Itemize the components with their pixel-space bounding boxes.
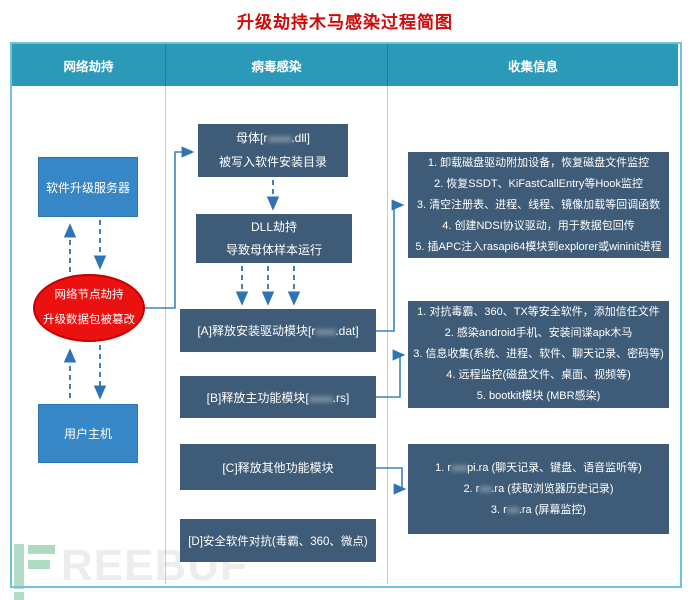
- hijack-line2: 升级数据包被篡改: [43, 314, 135, 326]
- redacted-filename: xxxxxx: [267, 134, 292, 145]
- info-box-plugin-modules: 1. rxxxxpi.ra (聊天记录、键盘、语音监听等) 2. rxxx.ra…: [408, 444, 669, 534]
- column-divider-2: [387, 86, 388, 584]
- node-network-hijack: 网络节点劫持 升级数据包被篡改: [33, 274, 145, 342]
- boxB-text: [B]释放主功能模块[xxxxxx.rs]: [206, 390, 350, 405]
- node-user-host-label: 用户主机: [63, 427, 112, 441]
- logo-f-glyph: [28, 544, 55, 600]
- dll-line1: DLL劫持: [250, 219, 297, 234]
- list-item: 4. 远程监控(磁盘文件、桌面、视频等): [446, 369, 631, 381]
- list-item: 4. 创建NDSI协议驱动，用于数据包回传: [442, 219, 635, 232]
- list-item: 5. 插APC注入rasapi64模块到explorer或wininit进程: [415, 240, 662, 253]
- node-upgrade-server-label: 软件升级服务器: [45, 180, 130, 195]
- node-user-host: 用户主机: [38, 404, 138, 463]
- list-item: 2. rxxx.ra (获取浏览器历史记录): [463, 479, 613, 500]
- column-divider-1: [165, 86, 166, 584]
- column-header-virus-infection: 病毒感染: [166, 44, 388, 86]
- node-av-countermeasure: [D]安全软件对抗(毒霸、360、微点): [180, 519, 376, 562]
- node-mother-dll: 母体[rxxxxxx.dll] 被写入软件安装目录: [198, 124, 348, 177]
- boxD-text: [D]安全软件对抗(毒霸、360、微点): [188, 535, 368, 548]
- list-item: 2. 恢复SSDT、KiFastCallEntry等Hook监控: [433, 177, 644, 190]
- redacted-filename: xxxxxx: [308, 393, 334, 405]
- list-item: 1. rxxxxpi.ra (聊天记录、键盘、语音监听等): [435, 458, 642, 479]
- table-header: 网络劫持 病毒感染 收集信息: [12, 44, 678, 86]
- node-dll-hijack: DLL劫持 导致母体样本运行: [196, 214, 352, 263]
- boxA-text: [A]释放安装驱动模块[rxxxxx.dat]: [197, 324, 359, 338]
- mother-filename-line: 母体[rxxxxxx.dll]: [236, 127, 310, 151]
- node-release-driver-module: [A]释放安装驱动模块[rxxxxx.dat]: [180, 309, 376, 352]
- info-box-driver-actions: 1. 卸载磁盘驱动附加设备，恢复磁盘文件监控 2. 恢复SSDT、KiFastC…: [408, 152, 669, 258]
- redacted-filename: xxx: [479, 483, 492, 495]
- list-item: 1. 卸载磁盘驱动附加设备，恢复磁盘文件监控: [427, 156, 650, 169]
- list-item: 1. 对抗毒霸、360、TX等安全软件，添加信任文件: [417, 306, 660, 318]
- page-title: 升级劫持木马感染过程简图: [237, 13, 453, 32]
- column-header-info-collection: 收集信息: [388, 44, 678, 86]
- list-item: 5. bootkit模块 (MBR感染): [476, 390, 601, 402]
- column-header-network-hijack: 网络劫持: [12, 44, 166, 86]
- node-upgrade-server: 软件升级服务器: [38, 157, 138, 217]
- mother-line2: 被写入软件安装目录: [218, 155, 327, 169]
- table-frame: [10, 42, 682, 588]
- list-item: 3. rxxx.ra (屏幕监控): [491, 500, 586, 521]
- list-item: 3. 信息收集(系统、进程、软件、聊天记录、密码等): [413, 348, 664, 360]
- redacted-filename: xxxxx: [315, 327, 336, 338]
- dll-line2: 导致母体样本运行: [225, 242, 322, 257]
- hijack-line1: 网络节点劫持: [54, 289, 124, 301]
- redacted-filename: xxx: [506, 504, 520, 516]
- info-box-main-actions: 1. 对抗毒霸、360、TX等安全软件，添加信任文件 2. 感染android手…: [408, 301, 669, 408]
- node-release-main-module: [B]释放主功能模块[xxxxxx.rs]: [180, 376, 376, 418]
- boxC-text: [C]释放其他功能模块: [222, 460, 334, 475]
- list-item: 3. 清空注册表、进程、线程、镜像加载等回调函数: [416, 198, 661, 211]
- logo-bar-small: [14, 592, 24, 600]
- redacted-filename: xxxx: [451, 462, 468, 474]
- freebuf-logo-icon: [14, 544, 55, 600]
- node-release-other-modules: [C]释放其他功能模块: [180, 444, 376, 490]
- logo-bar: [14, 544, 24, 589]
- list-item: 2. 感染android手机、安装间谍apk木马: [444, 327, 633, 339]
